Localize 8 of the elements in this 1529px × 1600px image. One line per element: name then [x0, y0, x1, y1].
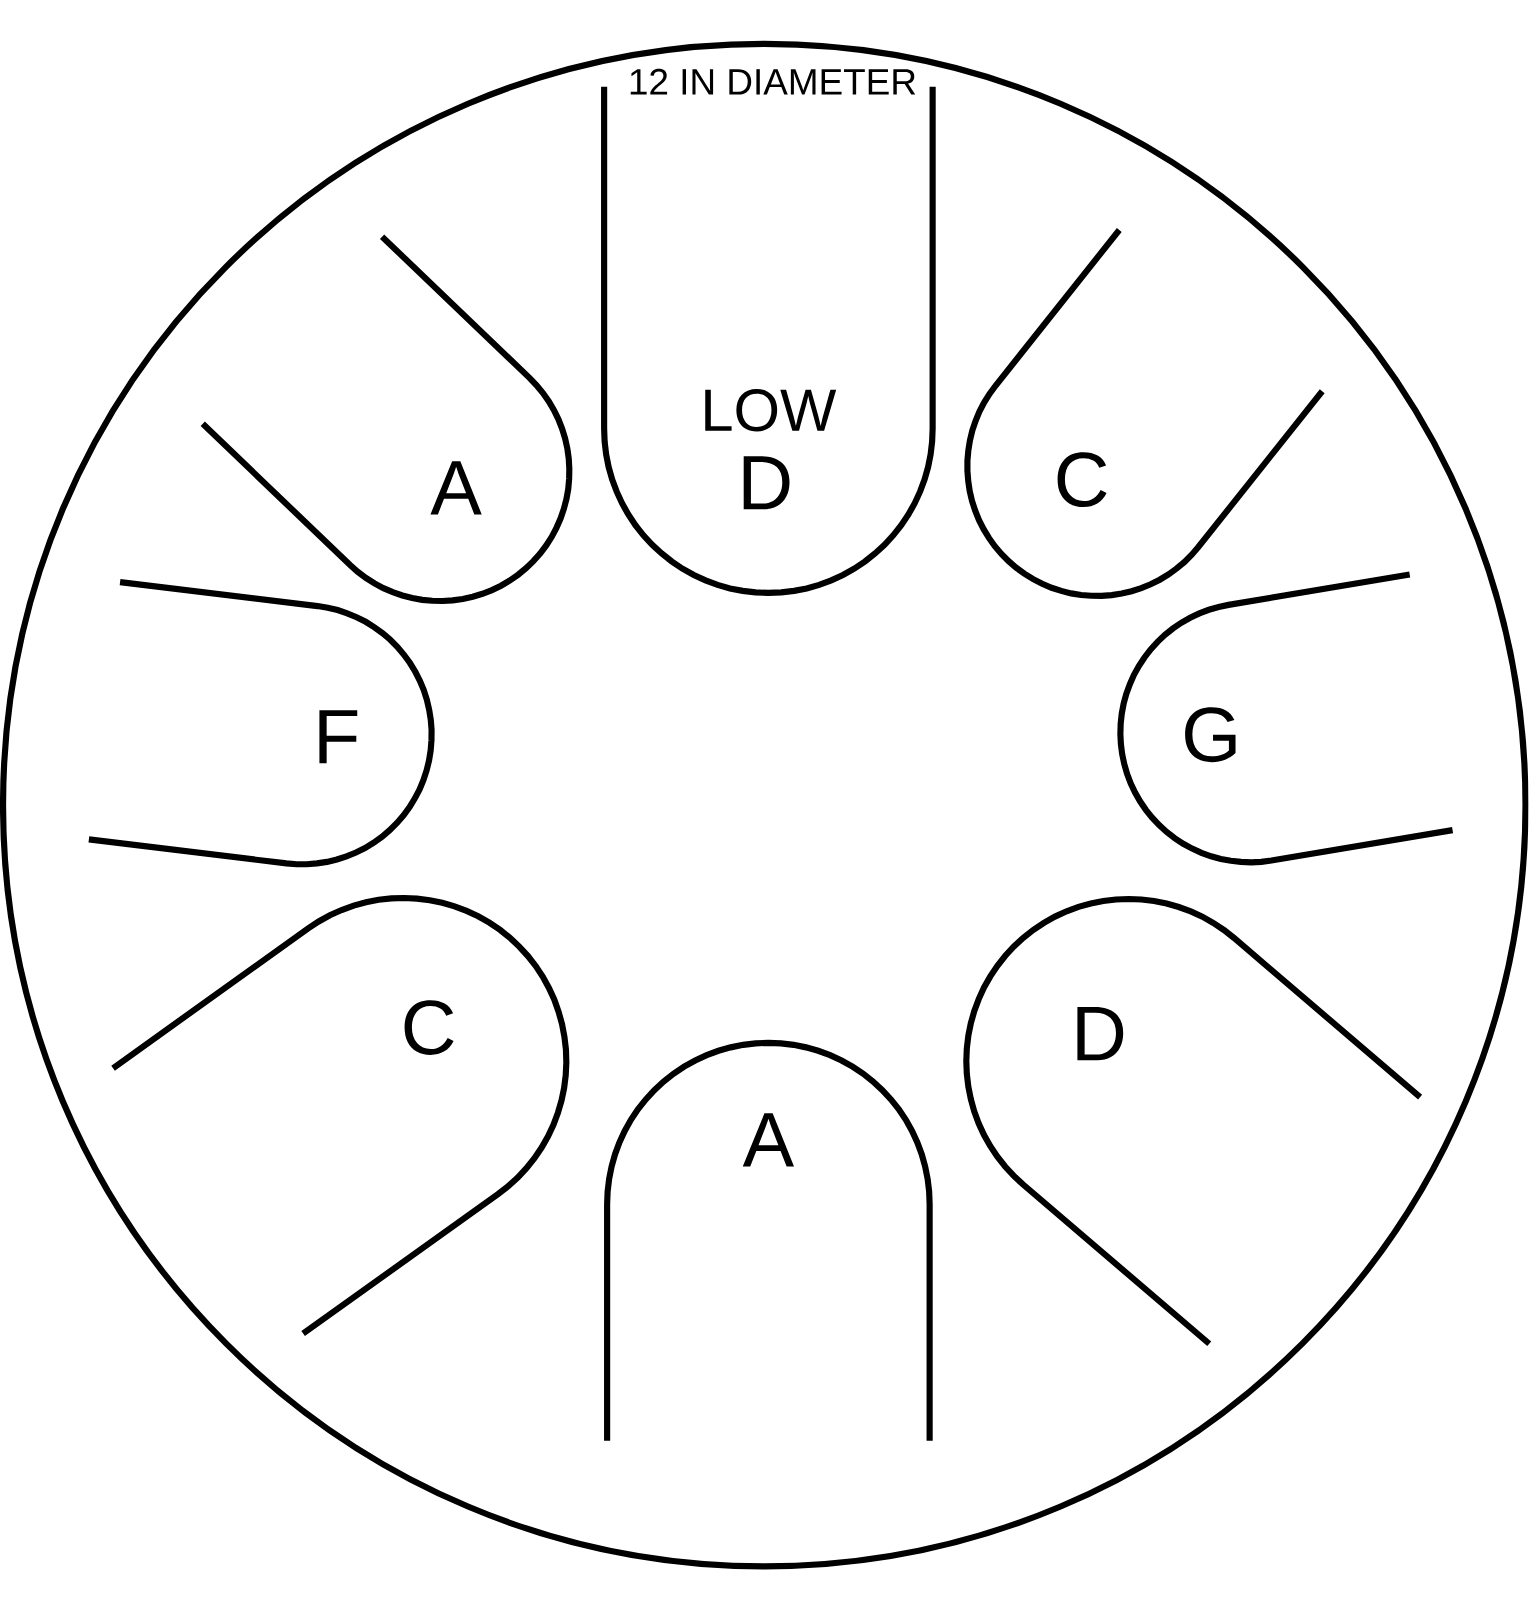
- tongue: D: [963, 895, 1423, 1347]
- drum-outline: [0, 40, 1529, 1570]
- tongue: A: [604, 1039, 933, 1441]
- tongue: C: [111, 894, 570, 1337]
- tongue: A: [200, 234, 573, 605]
- tongue: C: [964, 228, 1325, 599]
- tongue: G: [1117, 571, 1454, 866]
- tongue: F: [88, 579, 435, 868]
